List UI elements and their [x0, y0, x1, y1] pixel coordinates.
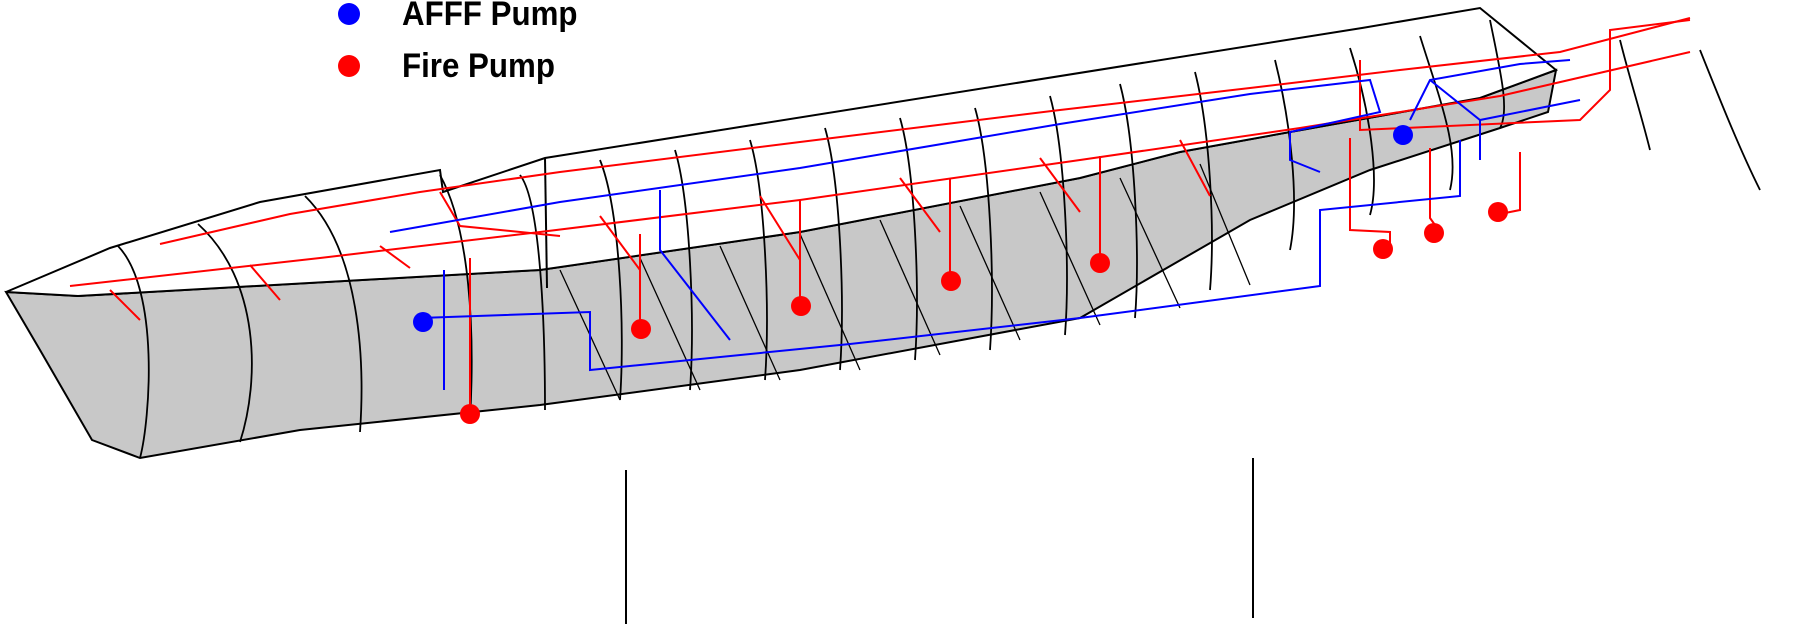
fire-pump-marker: [1373, 239, 1393, 259]
afff-pump-marker: [1393, 125, 1413, 145]
fire-pump-legend-label: Fire Pump: [402, 46, 555, 85]
fire-pump-marker: [941, 271, 961, 291]
fire-pump-marker: [631, 319, 651, 339]
afff-piping: [389, 59, 1581, 390]
fire-pump-marker: [460, 404, 480, 424]
fire-piping: [69, 17, 1691, 408]
afff-pumps: [413, 125, 1413, 332]
fire-pumps: [460, 202, 1508, 424]
fire-pump-legend-dot: [338, 55, 360, 77]
deck-surface: [5, 6, 1558, 298]
legend: AFFF Pump Fire Pump: [338, 0, 593, 92]
fire-pump-marker: [791, 296, 811, 316]
afff-pump-legend-dot: [338, 3, 360, 25]
deck-step-line: [544, 157, 548, 289]
legend-item-fire: Fire Pump: [338, 40, 593, 92]
fire-pump-marker: [1424, 223, 1444, 243]
frame-lines: [117, 19, 1761, 459]
legend-item-afff: AFFF Pump: [338, 0, 593, 40]
fire-pump-marker: [1090, 253, 1110, 273]
afff-pump-legend-label: AFFF Pump: [402, 0, 578, 33]
afff-pump-marker: [413, 312, 433, 332]
fire-pump-marker: [1488, 202, 1508, 222]
